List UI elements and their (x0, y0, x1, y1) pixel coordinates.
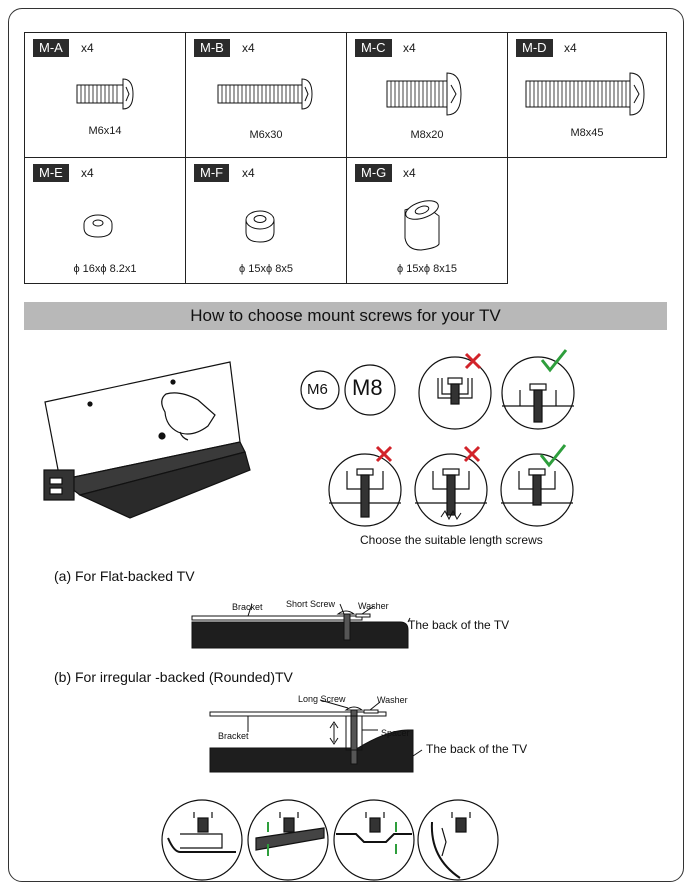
part-spec: M8x45 (570, 127, 604, 139)
cross-icon (375, 445, 393, 463)
part-qty: x4 (403, 166, 416, 180)
choose-caption: Choose the suitable length screws (360, 533, 543, 547)
size-badges (300, 364, 396, 416)
part-qty: x4 (242, 41, 255, 55)
check-icon (540, 349, 568, 373)
part-spec: M8x20 (410, 129, 444, 141)
short-thick-screw-icon (386, 72, 462, 116)
part-tag: M-F (194, 164, 230, 182)
irregular-spacer-label: Spacer (381, 728, 410, 738)
irregular-bracket-label: Bracket (218, 731, 249, 741)
flat-washer-icon (83, 214, 113, 238)
screw-too-short-detail (418, 352, 492, 430)
part-tag: M-E (33, 164, 69, 182)
mount-variant-details (161, 799, 499, 881)
flat-bracket-label: Bracket (232, 602, 263, 612)
page-frame (8, 8, 684, 882)
flat-backed-diagram (191, 603, 411, 649)
hardware-cell-m-c: M-C x4 M8x20 (346, 32, 508, 158)
spacer-tube-icon (404, 200, 440, 251)
hardware-cell-m-b: M-B x4 M6x30 (185, 32, 347, 158)
hardware-cell-m-g: M-G x4 ϕ 15xϕ 8x15 (346, 157, 508, 284)
hardware-cell-m-a: M-A x4 M6x14 (24, 32, 186, 158)
hardware-cell-m-f: M-F x4 ϕ 15xϕ 8x5 (185, 157, 347, 284)
hardware-cell-m-e: M-E x4 ϕ 16xϕ 8.2x1 (24, 157, 186, 284)
tv-back-hand-illustration (43, 361, 251, 519)
m6-label: M6 (307, 381, 328, 398)
part-qty: x4 (242, 166, 255, 180)
part-qty: x4 (403, 41, 416, 55)
cross-icon (463, 445, 481, 463)
part-tag: M-G (355, 164, 393, 182)
irregular-heading: (b) For irregular -backed (Rounded)TV (54, 669, 293, 685)
part-qty: x4 (81, 166, 94, 180)
short-screw-icon (76, 78, 134, 110)
part-spec: M6x14 (88, 125, 122, 137)
irregular-back-label: The back of the TV (426, 742, 528, 756)
screw-bottoming-detail (414, 445, 488, 527)
part-spec: ϕ 15xϕ 8x15 (396, 263, 458, 275)
flat-back-label: The back of the TV (408, 618, 510, 632)
section-banner: How to choose mount screws for your TV (24, 302, 667, 330)
screw-correct-detail-1 (501, 349, 575, 430)
irregular-backed-diagram (209, 699, 423, 773)
part-qty: x4 (81, 41, 94, 55)
part-spec: ϕ 16xϕ 8.2x1 (73, 263, 137, 275)
part-tag: M-C (355, 39, 392, 57)
long-thin-screw-icon (217, 78, 313, 110)
hardware-cell-m-d: M-D x4 M8x45 (507, 32, 667, 158)
flat-heading: (a) For Flat-backed TV (54, 568, 195, 584)
irregular-long-screw-label: Long Screw (298, 694, 346, 704)
part-tag: M-B (194, 39, 230, 57)
check-icon (539, 444, 567, 468)
part-spec: M6x30 (249, 129, 283, 141)
irregular-washer-label: Washer (377, 695, 408, 705)
cross-icon (464, 352, 482, 370)
flat-washer-label: Washer (358, 601, 389, 611)
part-tag: M-D (516, 39, 553, 57)
m8-badge-circle (344, 364, 396, 416)
m6-badge-circle (300, 370, 340, 410)
part-spec: ϕ 15xϕ 8x5 (239, 263, 293, 275)
part-qty: x4 (564, 41, 577, 55)
m8-label: M8 (352, 375, 383, 400)
part-tag: M-A (33, 39, 69, 57)
screw-correct-detail-2 (500, 444, 574, 527)
thick-washer-icon (245, 210, 275, 243)
flat-short-screw-label: Short Screw (286, 599, 336, 609)
screw-too-long-detail (328, 445, 402, 527)
long-thick-screw-icon (525, 72, 645, 116)
